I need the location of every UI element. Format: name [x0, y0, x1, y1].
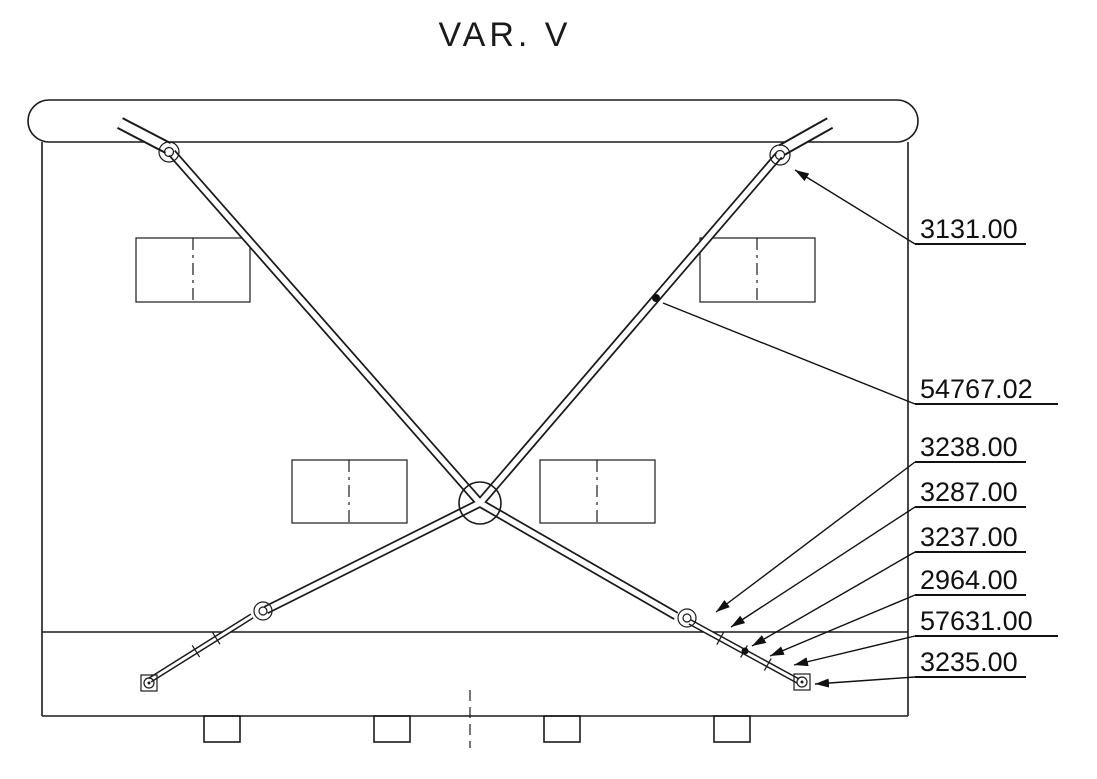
callout-labels: 3131.00 54767.02 3238.00 3287.00 3237.00…	[915, 214, 1058, 678]
leader-line	[814, 676, 916, 688]
foot	[713, 715, 751, 743]
callout-label: 3131.00	[920, 214, 1018, 244]
leader-line	[730, 506, 916, 628]
upper-right-shackle	[769, 144, 791, 166]
upper-left-shackle	[158, 141, 180, 163]
center-ring	[458, 481, 502, 525]
leader-line	[769, 594, 916, 657]
drawing-title: VAR. V	[439, 16, 572, 54]
tie-rods	[116, 117, 834, 684]
tie-rod	[168, 150, 679, 620]
panel-pair	[291, 459, 408, 524]
interior-panels	[135, 237, 816, 524]
lower-left-shackle	[253, 601, 273, 621]
leader-line	[662, 302, 916, 405]
callout-label: 3287.00	[920, 477, 1018, 507]
turnbuckle-tick	[191, 644, 201, 658]
leader-line	[794, 169, 916, 245]
top-rail	[27, 99, 919, 143]
tank-body	[27, 99, 919, 748]
anchor-plate-left	[140, 674, 158, 692]
anchor-plate-right	[793, 673, 811, 691]
turnbuckle-tick	[763, 658, 772, 671]
leader-line	[793, 635, 916, 667]
panel-pair	[699, 237, 816, 303]
foot	[373, 715, 411, 743]
turnbuckle-tick	[212, 632, 221, 645]
turnbuckle-tick	[716, 632, 725, 645]
rod-marker-dot	[741, 647, 749, 655]
callout-label: 3235.00	[920, 647, 1018, 677]
tie-rod	[263, 152, 783, 615]
callout-label: 3237.00	[920, 522, 1018, 552]
panel-pair	[135, 237, 251, 303]
panel-pair	[539, 459, 656, 524]
fittings	[140, 141, 811, 692]
lower-right-shackle	[677, 608, 697, 628]
callout-leaders	[662, 169, 916, 688]
leader-line	[715, 461, 916, 613]
callout-label: 3238.00	[920, 432, 1018, 462]
callout-label: 54767.02	[920, 374, 1033, 404]
leader-line	[751, 551, 916, 647]
callout-label: 57631.00	[920, 606, 1033, 636]
rod-marker-dot	[652, 294, 660, 302]
callout-label: 2964.00	[920, 565, 1018, 595]
foot	[203, 715, 241, 743]
foot	[543, 715, 581, 743]
